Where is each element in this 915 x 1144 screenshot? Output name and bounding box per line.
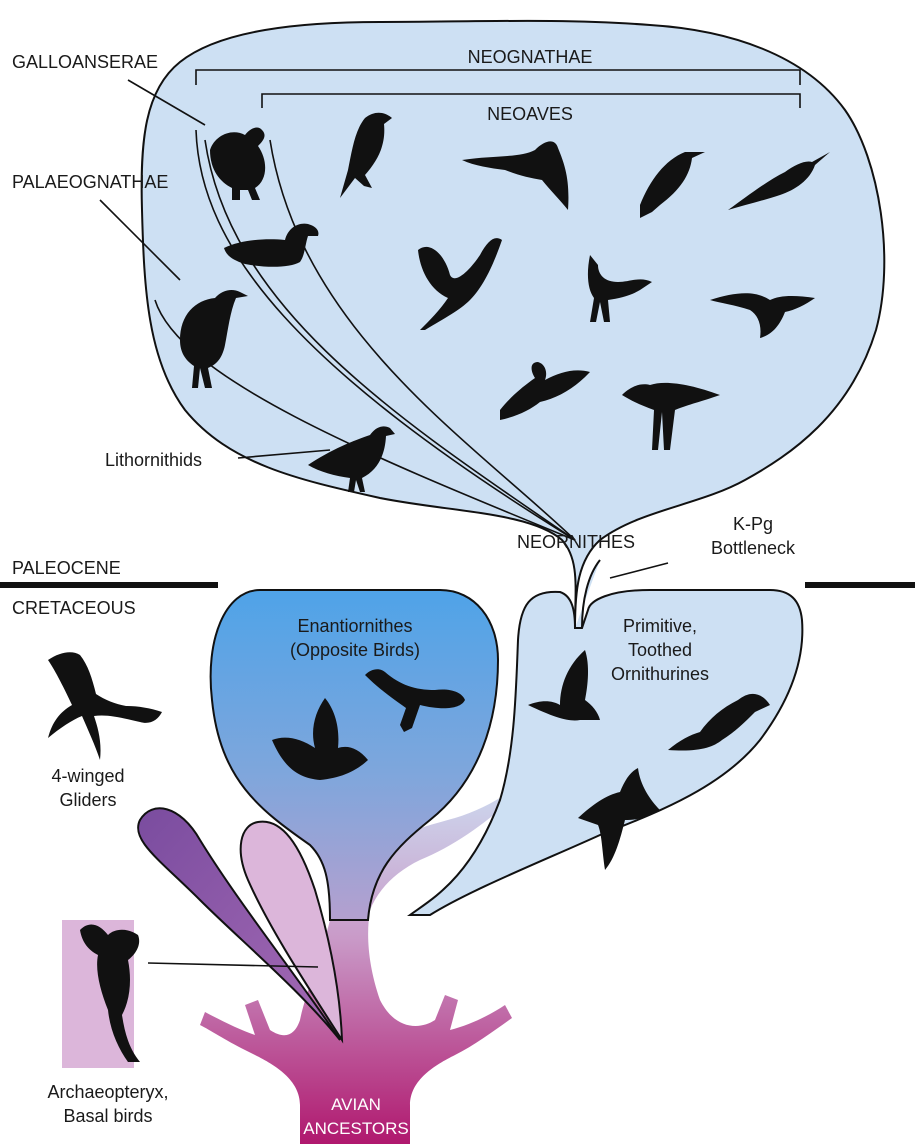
archaeopteryx-label-line1: Archaeopteryx, [47,1082,168,1102]
kpg-leader [610,563,668,578]
ornithurines-label-line3: Ornithurines [611,664,709,684]
cretaceous-label: CRETACEOUS [12,598,136,618]
neoaves-label: NEOAVES [487,104,573,124]
galloanserae-label: GALLOANSERAE [12,52,158,72]
kpg-label-line1: K-Pg [733,514,773,534]
avian-ancestors-label-line1: AVIAN [331,1095,381,1114]
enantiornithes-label-line2: (Opposite Birds) [290,640,420,660]
archaeopteryx-label-line2: Basal birds [63,1106,152,1126]
lithornithids-label: Lithornithids [105,450,202,470]
neognathae-label: NEOGNATHAE [468,47,593,67]
gliders-label-line2: Gliders [59,790,116,810]
kpg-boundary-right [805,582,915,588]
neornithes-label: NEORNITHES [517,532,635,552]
palaeognathae-label: PALAEOGNATHAE [12,172,168,192]
kpg-boundary-left [0,582,218,588]
ornithurines-label-line1: Primitive, [623,616,697,636]
paleocene-label: PALEOCENE [12,558,121,578]
enantiornithes-label-line1: Enantiornithes [297,616,412,636]
avian-ancestors-label-line2: ANCESTORS [303,1119,409,1138]
kpg-label-line2: Bottleneck [711,538,796,558]
four-winged-glider-icon [48,652,162,760]
ornithurines-label-line2: Toothed [628,640,692,660]
gliders-label-line1: 4-winged [51,766,124,786]
